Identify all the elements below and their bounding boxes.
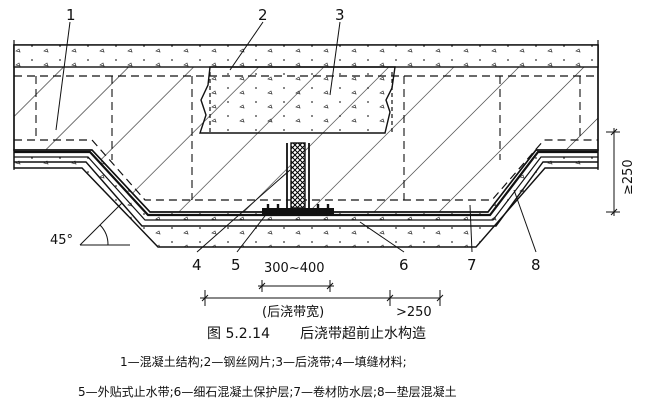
- structure-drawing: [13, 40, 599, 248]
- callout-1: 1: [66, 6, 76, 24]
- dimension-overlap: >250: [396, 305, 432, 320]
- callout-3: 3: [335, 6, 345, 24]
- dimension-lines: [200, 128, 620, 306]
- legend-line-1: 1—混凝土结构;2—钢丝网片;3—后浇带;4—填缝材料;: [120, 354, 407, 369]
- post-pour-strip: [199, 66, 396, 134]
- callout-8: 8: [531, 256, 541, 274]
- dimension-band-width: (后浇带宽): [262, 304, 324, 320]
- caption-number: 图 5.2.14: [207, 326, 270, 342]
- external-waterstop: [262, 208, 334, 214]
- filler-material: [290, 142, 306, 209]
- steel-wire-mesh: [209, 72, 393, 133]
- callout-5: 5: [231, 256, 241, 274]
- angle-label: 45°: [50, 233, 73, 248]
- callout-leaders: [55, 21, 537, 253]
- legend-line-2: 5—外贴式止水带;6—细石混凝土保护层;7—卷材防水层;8—垫层混凝土: [78, 384, 457, 399]
- membrane-waterproof-layer: [14, 150, 598, 217]
- callout-2: 2: [258, 6, 268, 24]
- dimension-depth: ≥250: [621, 159, 636, 195]
- figure-caption: 图 5.2.14 后浇带超前止水构造: [207, 325, 426, 342]
- callout-7: 7: [467, 256, 477, 274]
- fine-stone-concrete-protection-layer: [14, 161, 598, 227]
- callout-labels: 1 2 3 4 5 6 7 8: [66, 6, 541, 274]
- caption-title: 后浇带超前止水构造: [300, 325, 426, 342]
- angle-marker: 45°: [50, 202, 130, 248]
- callout-4: 4: [192, 256, 202, 274]
- callout-6: 6: [399, 256, 409, 274]
- dimension-width-range: 300~400: [264, 261, 325, 276]
